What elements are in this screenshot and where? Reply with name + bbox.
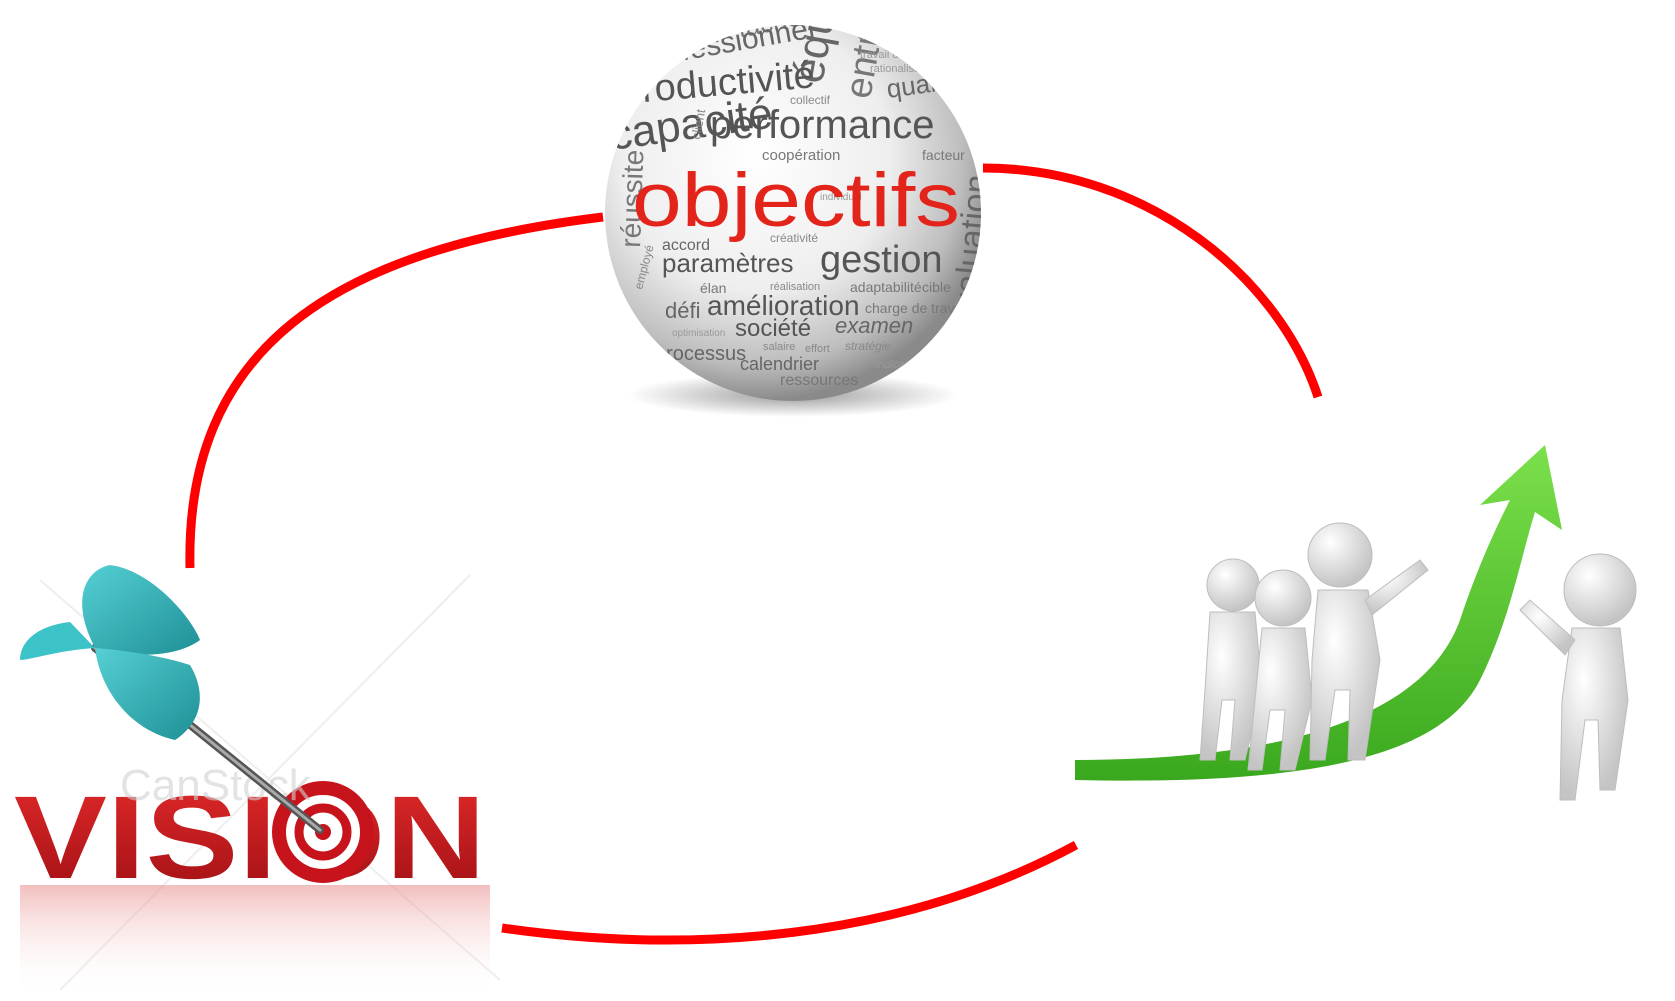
sphere-word: cible [922,279,951,295]
arrow-fletching-left [20,622,95,660]
sphere-word: ressources [780,372,858,389]
sphere-word: charge de travail [865,300,969,316]
sphere-word: coopération [762,147,840,164]
sphere-word: individuel [820,192,862,203]
people-pushing-green-arrow-icon [1075,445,1562,781]
arrow-fletching-bottom [95,648,200,740]
arrow-icon [20,565,324,834]
sphere-word: collectif [790,93,831,107]
sphere-word: optimisation [672,328,725,339]
vision-word: VISION [14,772,486,904]
sphere-word: changement [854,0,955,44]
sphere-word: calendrier [740,354,819,374]
vision-target-graphic: VISION CanStock [14,565,501,995]
sphere-word: adaptabilité [850,279,922,295]
person-figure-4 [1519,553,1637,801]
sphere-main-word: objectifs [632,158,960,243]
sphere-word: stratégie [845,339,891,353]
cycle-connectors [185,163,1323,945]
sphere-word: gestion [820,239,943,281]
sphere-word: client [688,108,708,141]
sphere-word: amélioration [707,290,860,321]
connector-growth-to-vision [501,841,1079,945]
person-figure-3 [1307,522,1429,761]
sphere-word: effort [805,343,830,355]
sphere-word: défi [665,298,700,323]
sphere-word: salaire [763,341,795,353]
person-figure-1 [1199,558,1263,761]
sphere-word: travail d'équipe [860,49,934,61]
sphere-word: réalisation [770,281,820,293]
connector-vision-to-objectives [185,212,604,569]
vision-reflection [20,885,490,995]
sphere-word: paramètres [662,248,794,278]
arrow-fletching-top [82,565,200,655]
objectives-word-sphere: tâche professionnel équipe entreprise ch… [605,0,981,417]
sphere-word: créativité [770,231,818,245]
sphere-word: rationalisation [870,63,938,75]
sphere-word: indicateur [876,359,925,371]
sphere-word: réussite [615,149,649,248]
sphere-word: société [735,315,811,342]
connector-objectives-to-growth [982,163,1323,399]
sphere-word: facteur [922,147,965,163]
sphere-word: performance [710,103,935,147]
sphere-word: examen [835,313,913,338]
sphere-word: processus [655,343,746,365]
sphere-body [605,25,981,401]
person-figure-2 [1247,569,1313,771]
growth-team-graphic [1075,445,1637,801]
sphere-word: élan [700,280,726,296]
sphere-word: accord [662,237,710,254]
